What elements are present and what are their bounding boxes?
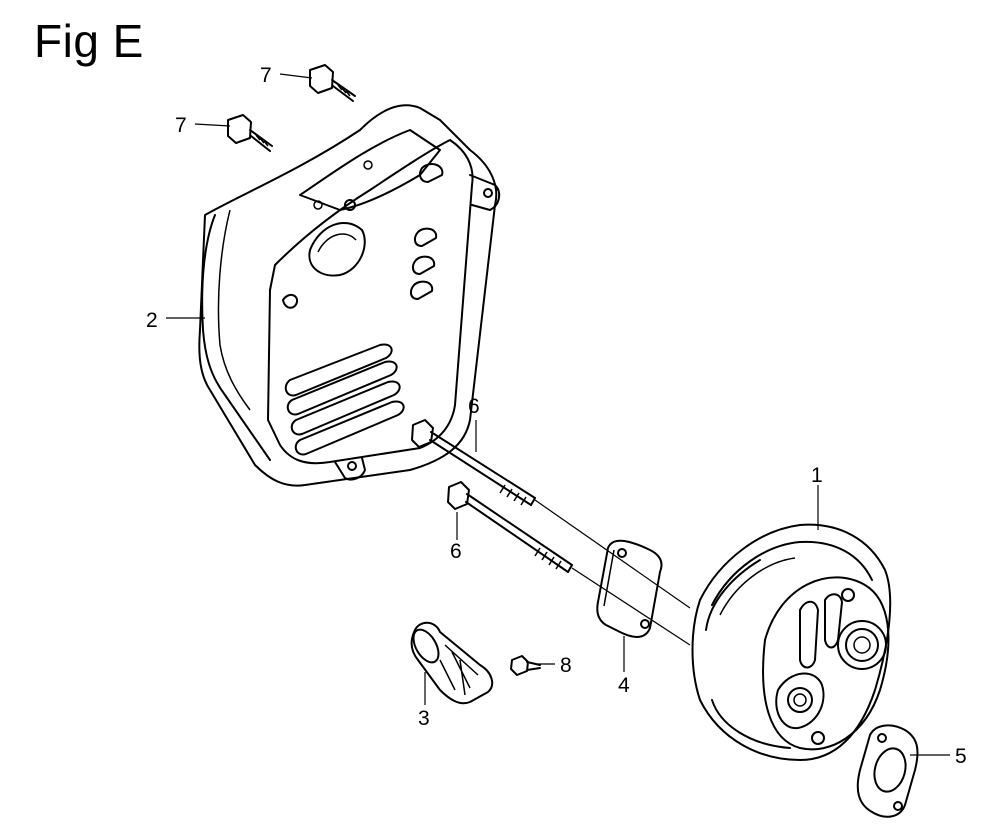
callout-6-upper: 6 — [468, 395, 480, 418]
callout-5: 5 — [955, 745, 967, 768]
part-muffler-protector — [198, 104, 501, 487]
callout-8: 8 — [560, 654, 572, 677]
part-bolt-lower — [227, 114, 273, 152]
callout-4: 4 — [618, 674, 630, 697]
part-screw — [510, 655, 541, 676]
part-gasket-plate — [596, 539, 663, 638]
part-bolt-upper — [309, 64, 356, 102]
part-exhaust-gasket — [856, 724, 919, 818]
assembly-lines — [534, 499, 691, 646]
callout-7-lower: 7 — [175, 114, 187, 137]
part-long-bolt-lower — [447, 481, 573, 573]
callout-6-lower: 6 — [450, 540, 462, 563]
leader-lines — [166, 73, 950, 756]
callout-1: 1 — [811, 464, 823, 487]
callout-3: 3 — [418, 707, 430, 730]
callout-7-upper: 7 — [260, 64, 272, 87]
callout-labels: 7 7 2 6 6 1 3 4 8 5 — [146, 64, 967, 768]
figure-title: Fig E — [34, 15, 144, 67]
part-spark-arrester — [410, 621, 494, 705]
part-muffler — [691, 523, 892, 761]
callout-2: 2 — [146, 309, 158, 332]
part-long-bolt-upper — [411, 419, 536, 506]
